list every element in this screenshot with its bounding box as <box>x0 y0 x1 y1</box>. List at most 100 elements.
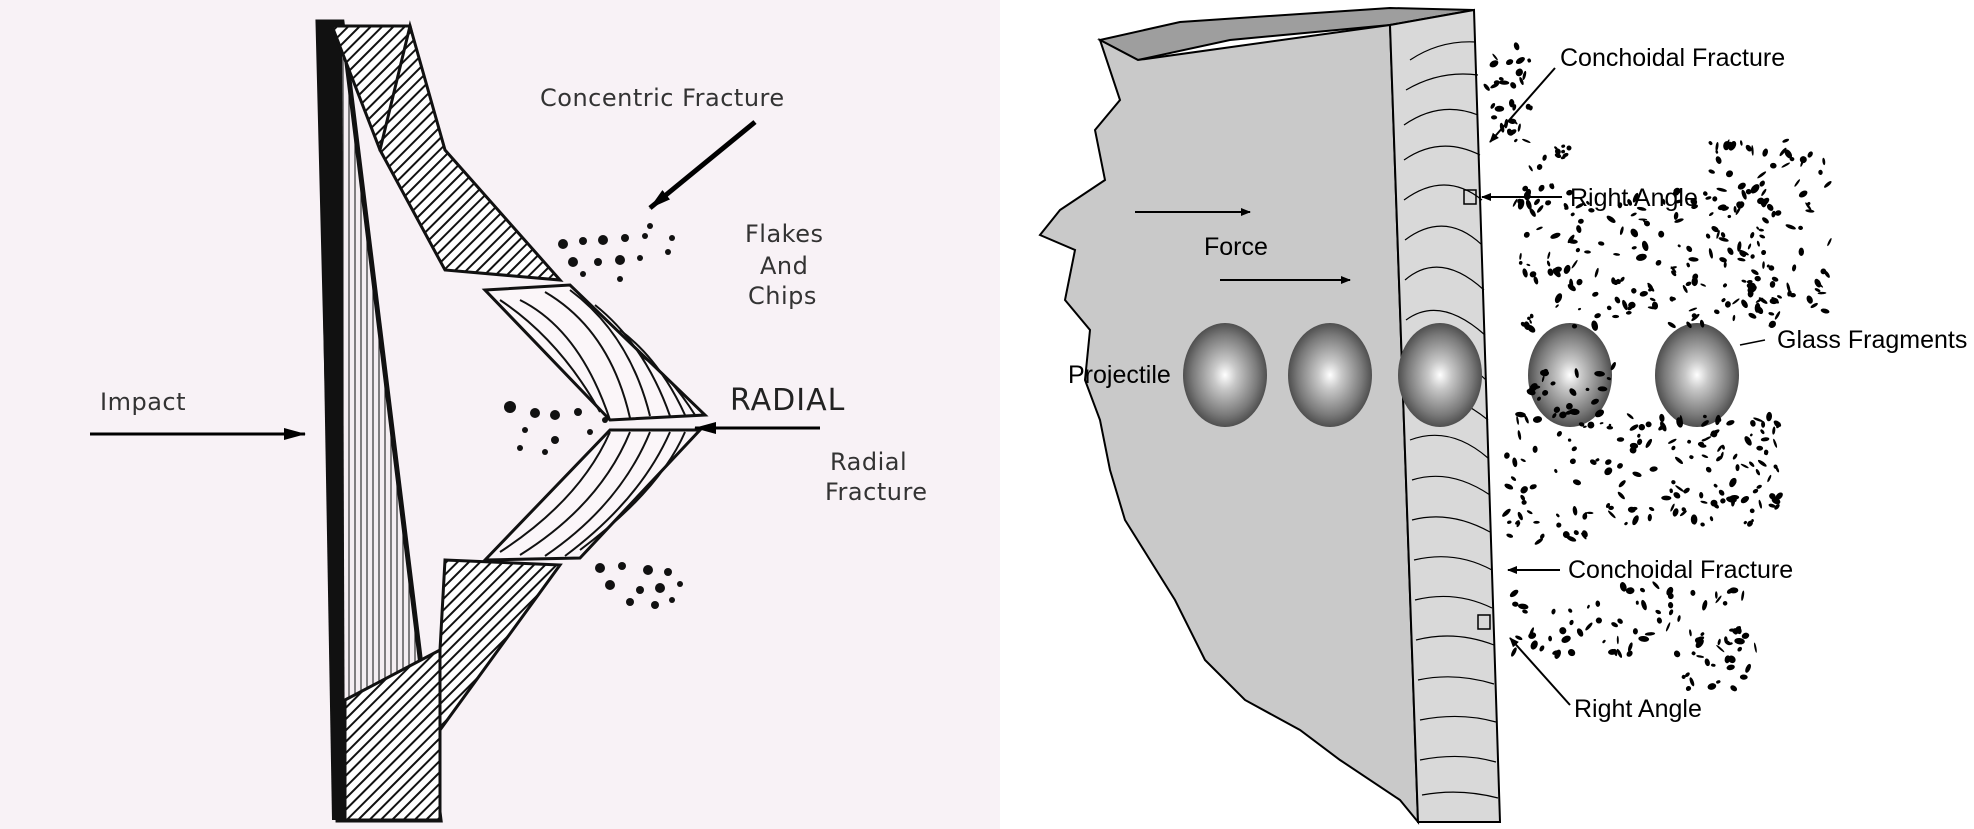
glass-fragment <box>1556 522 1562 528</box>
arrow-conchoidal-top <box>1489 67 1556 143</box>
glass-fragment <box>1514 138 1518 143</box>
glass-fragment <box>1632 192 1639 203</box>
glass-fragment <box>1567 438 1572 442</box>
glass-fragment <box>1668 609 1674 616</box>
glass-fragment <box>1751 145 1754 156</box>
glass-fragment <box>1681 674 1686 679</box>
glass-fragment <box>1617 202 1623 209</box>
glass-fragment <box>1638 635 1650 642</box>
glass-fragment <box>1689 677 1695 687</box>
glass-fragment <box>1782 138 1790 143</box>
glass-fragment <box>1723 261 1727 268</box>
glass-fragment <box>1483 83 1490 91</box>
glass-fragment <box>1756 306 1764 315</box>
glass-fragment <box>1520 458 1526 463</box>
glass-fragment <box>1820 268 1827 275</box>
glass-fragment <box>1554 146 1558 150</box>
glass-fragment <box>1672 508 1679 517</box>
glass-fragment <box>1774 422 1779 427</box>
glass-fragment <box>1756 226 1760 230</box>
glass-fragment <box>1768 265 1775 271</box>
glass-fragment <box>1526 510 1533 515</box>
glass-fragment <box>1606 377 1611 381</box>
glass-fragment <box>1785 224 1796 230</box>
glass-fragment <box>1575 203 1585 209</box>
glass-fragment <box>1545 200 1552 206</box>
glass-fragment <box>1716 456 1722 462</box>
glass-fragment <box>1673 650 1681 658</box>
glass-fragment <box>1707 683 1717 690</box>
glass-fragment <box>1670 266 1678 270</box>
glass-fragment <box>1727 642 1733 646</box>
glass-fragment <box>1595 617 1602 624</box>
glass-fragment <box>1566 145 1572 151</box>
glass-fragment <box>1518 261 1523 265</box>
glass-fragment <box>1517 199 1525 210</box>
glass-fragment <box>1589 459 1597 465</box>
glass-fragment <box>1730 685 1738 692</box>
glass-fragment <box>1614 296 1621 304</box>
glass-fragment <box>1763 449 1769 455</box>
glass-fragment <box>1716 644 1725 653</box>
glass-fragment <box>1660 421 1667 432</box>
glass-fragment <box>1605 459 1612 465</box>
glass-fragment <box>1639 290 1648 297</box>
glass-fragment <box>1631 246 1637 250</box>
glass-fragment <box>1714 591 1718 599</box>
glass-fragment <box>1625 587 1635 595</box>
glass-fragment <box>1741 189 1747 200</box>
glass-fragment <box>1740 495 1750 504</box>
glass-fragment <box>1700 522 1705 527</box>
glass-fragment <box>1568 239 1578 244</box>
glass-fragment <box>1671 445 1676 451</box>
glass-fragment <box>1724 301 1731 308</box>
glass-fragment <box>1528 632 1537 639</box>
glass-fragment <box>1594 267 1599 278</box>
glass-fragment <box>1665 622 1671 632</box>
glass-fragment <box>1750 232 1755 239</box>
glass-fragment <box>1570 212 1575 217</box>
glass-fragment <box>1569 619 1574 626</box>
glass-fragment <box>1519 252 1522 260</box>
glass-fragment <box>1507 520 1512 524</box>
glass-fragment <box>1754 642 1757 653</box>
glass-fragment <box>1542 154 1547 161</box>
glass-fragment <box>1705 233 1711 239</box>
glass-fragment <box>1727 247 1734 255</box>
glass-fragment <box>1726 664 1735 671</box>
glass-fragment <box>1515 520 1520 525</box>
glass-fragment <box>1759 180 1765 187</box>
glass-fragment <box>1606 215 1616 223</box>
glass-fragment <box>1512 198 1518 207</box>
label-impact: Impact <box>100 388 186 416</box>
glass-fragment <box>1662 198 1666 205</box>
glass-fragment <box>1674 199 1683 204</box>
glass-fragment <box>1552 268 1561 278</box>
glass-fragment <box>1636 206 1647 211</box>
flakes-middle <box>504 401 608 455</box>
glass-fragment <box>1573 530 1579 536</box>
glass-fragment <box>1716 230 1720 239</box>
glass-fragment <box>1687 439 1691 444</box>
glass-fragment <box>1710 429 1720 437</box>
glass-fragment <box>1737 646 1742 652</box>
glass-fragment <box>1534 198 1540 206</box>
glass-fragment <box>1512 601 1519 607</box>
glass-fragment <box>1608 505 1614 511</box>
glass-fragment <box>1712 196 1718 202</box>
lower-cone-wedge <box>438 558 563 735</box>
label-force: Force <box>1204 233 1268 261</box>
glass-fragment <box>1751 269 1759 276</box>
glass-fragment <box>1517 430 1522 441</box>
glass-fragment <box>1686 321 1692 329</box>
concentric-fracture-arrow <box>648 120 757 210</box>
glass-fragment <box>1701 438 1707 442</box>
glass-fragment <box>1681 507 1687 512</box>
projectile-ball-5 <box>1655 323 1739 427</box>
glass-fragment <box>1548 635 1553 642</box>
glass-fragment <box>1594 370 1605 377</box>
glass-fragment <box>1655 259 1662 266</box>
glass-fragment <box>1505 59 1514 66</box>
glass-fragment <box>1574 368 1579 379</box>
